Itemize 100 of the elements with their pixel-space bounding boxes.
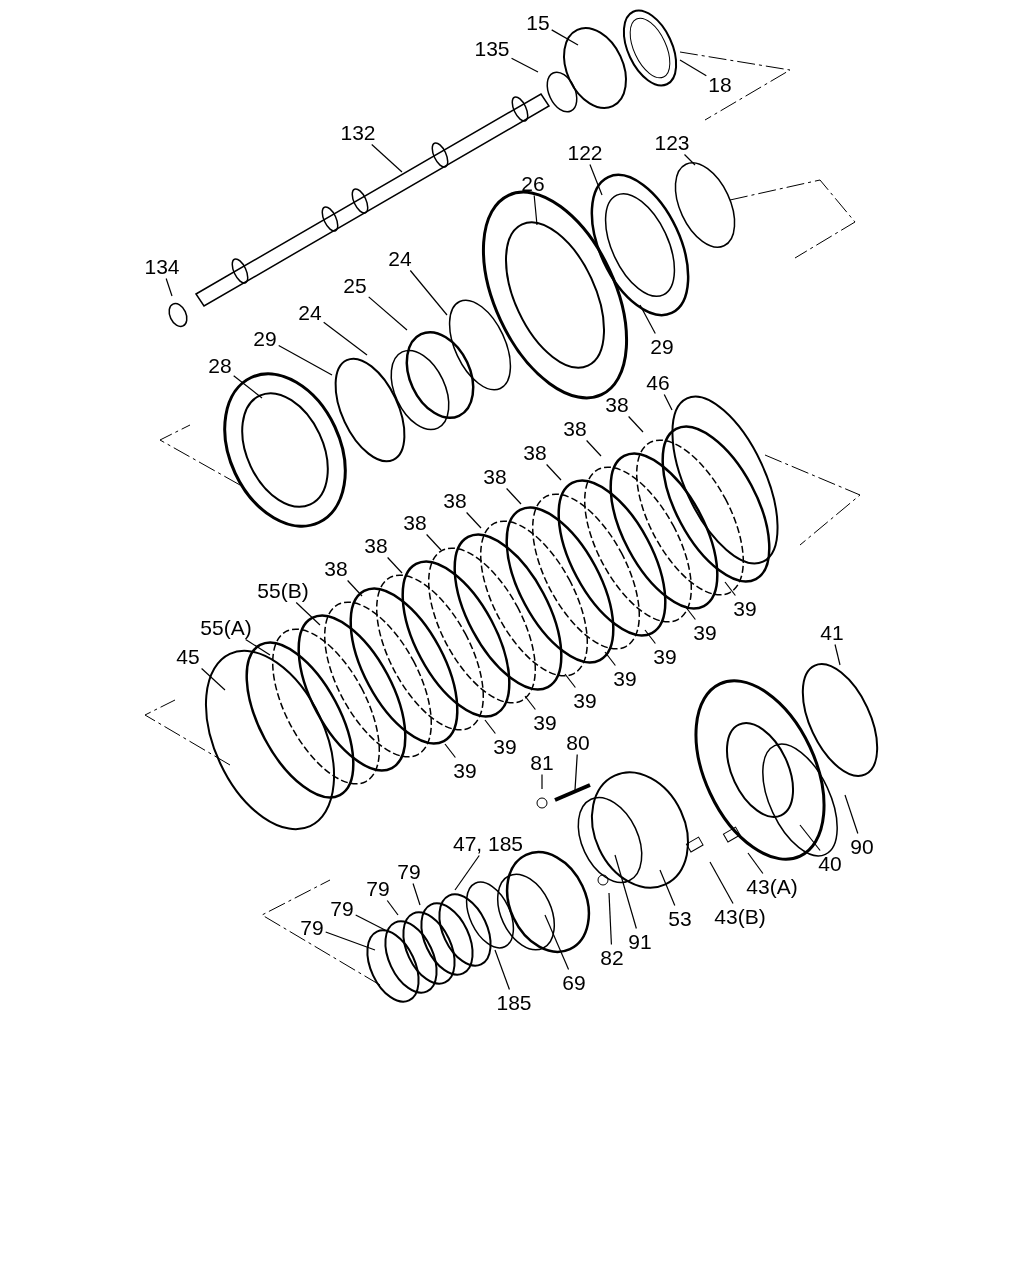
callout-number: 55(B): [257, 579, 309, 601]
leader-line: [604, 651, 616, 667]
leader-line: [201, 667, 226, 691]
callout-number: 46: [646, 371, 670, 393]
callout-number: 122: [567, 141, 603, 163]
callout-number: 79: [300, 916, 324, 938]
leader-line: [233, 375, 263, 399]
leader-line: [444, 743, 456, 759]
callout-number: 79: [366, 877, 390, 899]
callout-number: 28: [208, 354, 232, 376]
callout-number: 69: [562, 971, 586, 993]
callout-number: 40: [818, 852, 842, 874]
leader-line: [589, 163, 603, 196]
leader-line: [551, 29, 579, 46]
callout-number: 43(B): [714, 905, 766, 927]
callout-number: 185: [496, 991, 532, 1013]
leader-line: [524, 695, 536, 711]
leader-line: [323, 321, 368, 356]
leader-line: [564, 673, 576, 689]
callout-number: 29: [650, 335, 674, 357]
leader-line: [454, 854, 480, 891]
callout-number: 123: [654, 131, 690, 153]
leader-line: [644, 629, 656, 645]
callout-number: 24: [388, 247, 412, 269]
callout-number: 38: [563, 417, 587, 439]
callout-number: 132: [340, 121, 376, 143]
leader-line: [586, 439, 602, 457]
leader-line: [387, 556, 403, 574]
callout-number: 41: [820, 621, 844, 643]
callout-number: 82: [600, 946, 624, 968]
callout-number: 29: [253, 327, 277, 349]
leader-line: [494, 949, 511, 991]
leader-line: [325, 931, 376, 951]
callout-number: 38: [483, 465, 507, 487]
leader-line: [628, 415, 644, 433]
leader-line: [799, 824, 821, 852]
callout-number: 53: [668, 907, 692, 929]
leader-line: [614, 854, 637, 930]
callout-number: 38: [605, 393, 629, 415]
callout-number: 24: [298, 301, 322, 323]
callout-number: 39: [693, 621, 717, 643]
callout-number: 135: [474, 37, 510, 59]
callout-number: 134: [144, 255, 180, 277]
leader-line: [683, 153, 696, 166]
callout-number: 38: [324, 557, 348, 579]
callout-number: 18: [708, 73, 732, 95]
callout-number: 47, 185: [452, 832, 524, 854]
leader-line: [466, 511, 482, 529]
callout-number: 39: [533, 711, 557, 733]
leader-line: [371, 143, 403, 173]
leader-line: [506, 487, 522, 505]
callout-number: 39: [733, 597, 757, 619]
callout-number: 45: [176, 645, 200, 667]
callout-number: 38: [364, 534, 388, 556]
leader-line: [834, 643, 841, 666]
callout-number: 38: [443, 489, 467, 511]
leader-line: [544, 914, 570, 971]
callout-number: 91: [628, 930, 652, 952]
callout-number: 39: [653, 645, 677, 667]
leader-line: [608, 892, 612, 946]
leader-line: [546, 463, 562, 481]
leader-line: [409, 269, 448, 316]
leader-line: [295, 601, 321, 626]
leader-line: [347, 579, 363, 597]
callout-number: 80: [566, 731, 590, 753]
leader-line: [510, 57, 539, 73]
leader-line: [278, 344, 333, 376]
callout-number: 39: [613, 667, 637, 689]
callout-number: 81: [530, 751, 554, 773]
leader-line: [533, 194, 538, 226]
leader-line: [639, 304, 656, 335]
callout-number: 15: [526, 11, 550, 33]
callout-number: 25: [343, 274, 367, 296]
leader-line: [386, 899, 399, 916]
leader-line: [574, 753, 578, 791]
leader-line: [484, 719, 496, 735]
leader-line: [368, 296, 408, 331]
callout-number: 38: [523, 441, 547, 463]
callout-number: 43(A): [746, 875, 798, 897]
leader-line: [747, 852, 764, 875]
callout-number: 38: [403, 511, 427, 533]
callout-number: 79: [330, 897, 354, 919]
callout-number: 39: [493, 735, 517, 757]
callout-number: 79: [397, 860, 421, 882]
leader-line: [412, 882, 421, 906]
leader-line: [165, 277, 173, 297]
callout-number: 90: [850, 835, 874, 857]
leader-line: [844, 794, 859, 835]
leader-line: [684, 605, 696, 621]
leader-line: [663, 393, 673, 411]
leader-line: [709, 861, 734, 905]
callout-number: 55(A): [200, 616, 252, 638]
callout-number: 26: [521, 172, 545, 194]
callout-number: 39: [453, 759, 477, 781]
leader-line: [541, 773, 543, 790]
leader-line: [426, 533, 442, 551]
leader-line: [724, 581, 736, 597]
leader-line: [679, 59, 707, 77]
callout-number: 39: [573, 689, 597, 711]
leader-line: [355, 914, 386, 931]
